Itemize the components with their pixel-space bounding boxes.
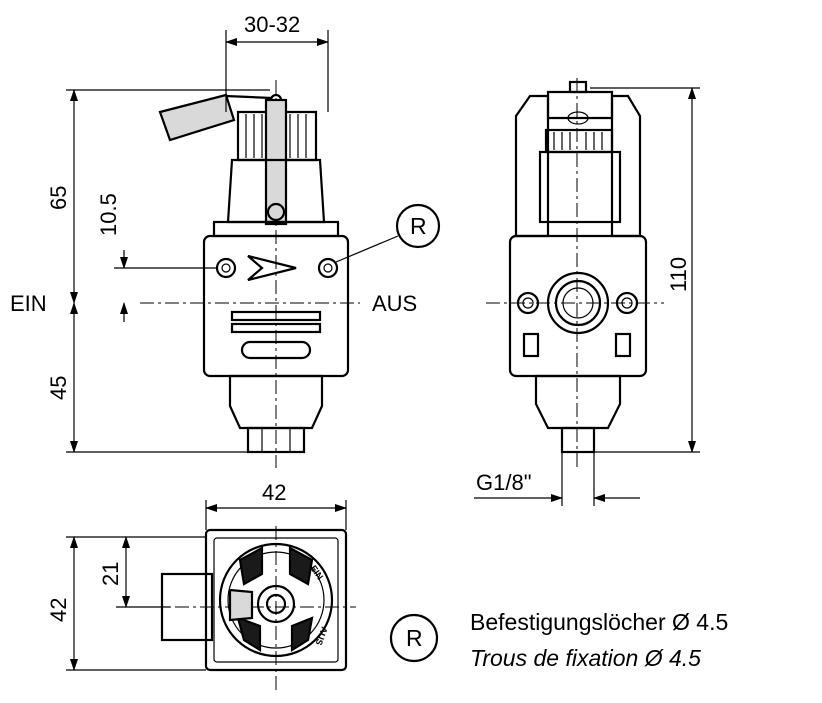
legend-symbol: R: [406, 625, 423, 651]
front-dimensions: 30-32 65 10.5 45 EIN AUS R: [10, 12, 441, 453]
dim-lower-height: 45: [46, 376, 71, 400]
dim-total-height-right: 110: [666, 257, 691, 292]
knob-ribs: [245, 114, 307, 158]
dim-port-thread: G1/8": [476, 470, 532, 495]
knob-label-aus: AUS: [314, 625, 330, 646]
dim-base-width: 42: [262, 480, 286, 505]
front-view: [140, 80, 360, 468]
dim-base-half: 21: [98, 562, 123, 586]
legend-line-de: Befestigungslöcher Ø 4.5: [470, 609, 728, 635]
dim-base-height: 42: [46, 598, 71, 622]
dim-total-height-left: 65: [46, 186, 71, 210]
dim-port-offset: 10.5: [96, 193, 121, 236]
top-dimensions: 42 42 21: [46, 480, 347, 671]
top-view: EIN AUS: [150, 526, 356, 690]
legend-line-fr: Trous de fixation Ø 4.5: [470, 645, 701, 671]
side-view: [486, 78, 664, 470]
label-inlet: EIN: [10, 291, 47, 316]
label-outlet: AUS: [372, 291, 417, 316]
side-dimensions: 110 G1/8": [474, 87, 700, 506]
dim-top-width: 30-32: [244, 12, 300, 37]
side-knurl: [553, 132, 603, 150]
legend: R Befestigungslöcher Ø 4.5 Trous de fixa…: [389, 609, 728, 671]
callout-r: R: [410, 213, 427, 239]
